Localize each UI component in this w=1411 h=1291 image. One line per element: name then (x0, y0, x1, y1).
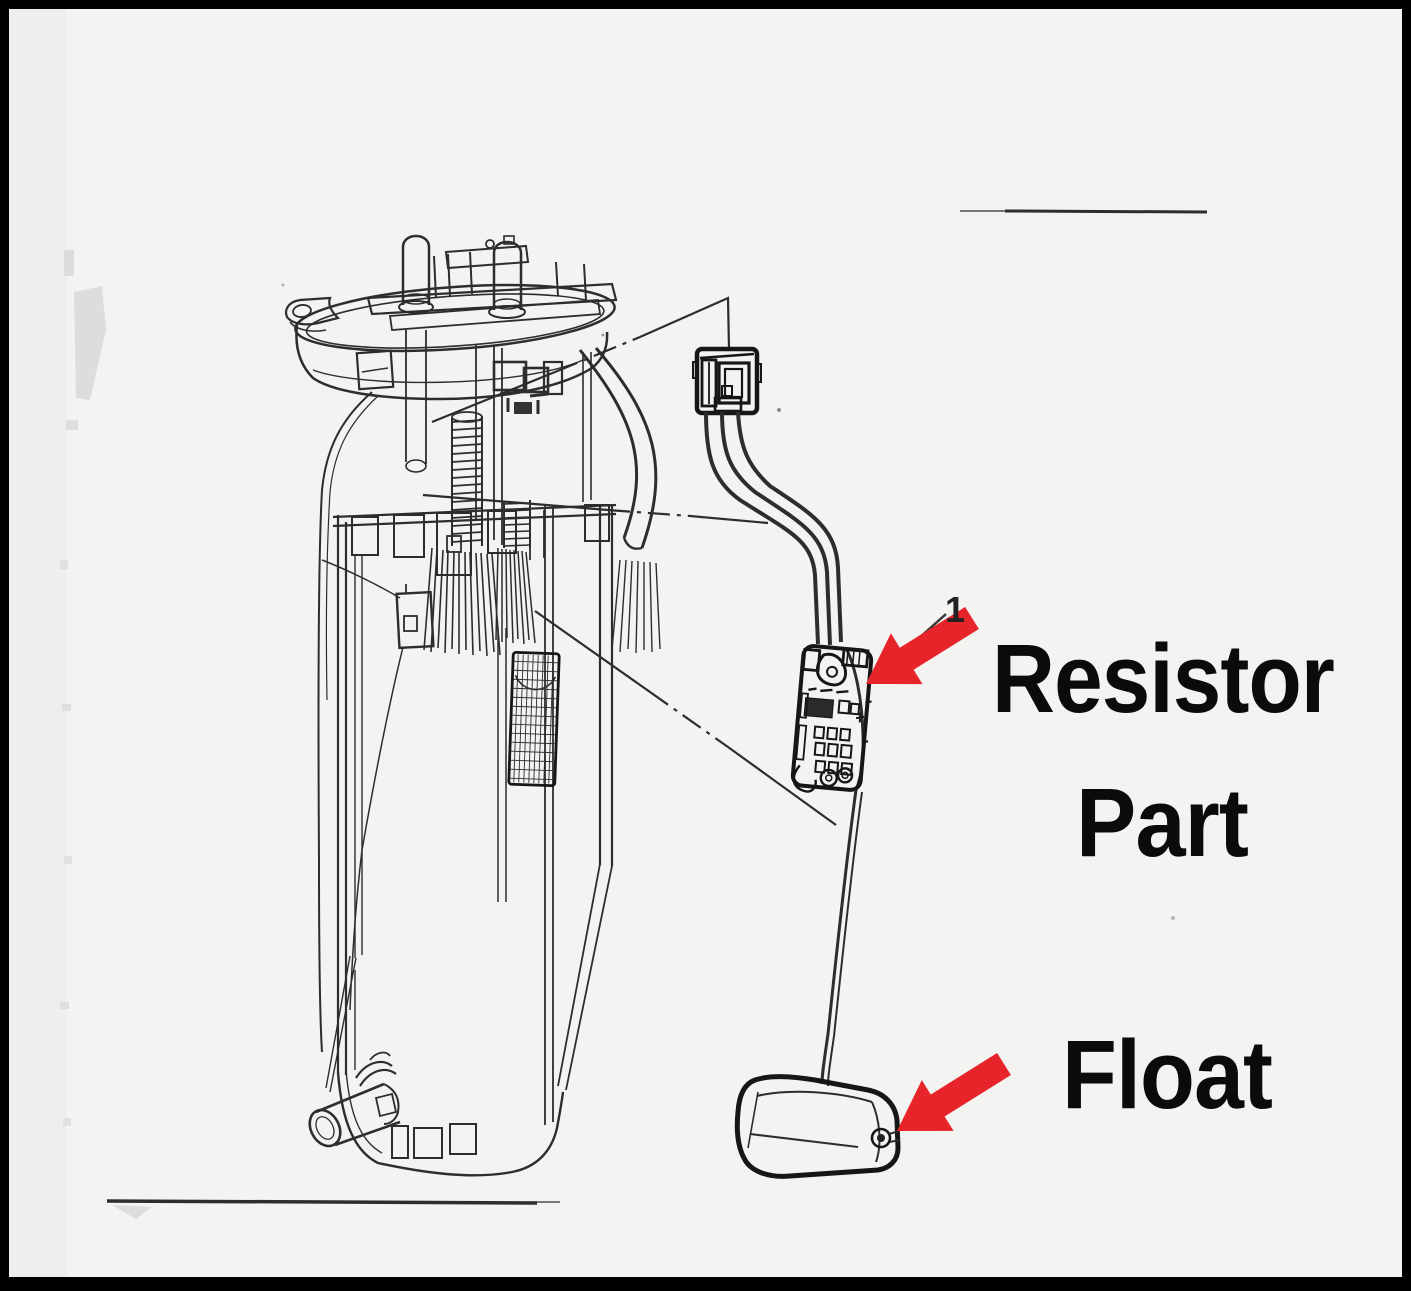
paper-background (9, 9, 1403, 1277)
callout-lines (422, 296, 837, 826)
arrow-resistor-icon (866, 607, 979, 685)
label-resistor-line1: Resistor (992, 624, 1334, 733)
pump-flange (284, 283, 616, 401)
scan-line-top-right (960, 209, 1208, 214)
wire-bundles (423, 547, 661, 657)
resistor-callout-wedge (422, 493, 837, 826)
float-pivot-pin (870, 1127, 900, 1149)
connector-leader-line (431, 296, 731, 424)
outlet-tube (308, 1051, 401, 1148)
float-drawing (734, 1074, 901, 1179)
flange-bracket (355, 235, 618, 391)
label-resistor-line2: Part (1076, 768, 1249, 877)
resistor-card-drawing (790, 644, 874, 793)
pump-module-drawing (284, 234, 661, 1177)
connector-drawing (692, 346, 762, 416)
canister-body (332, 503, 617, 1177)
pump-hoses (578, 347, 658, 550)
filter-screen (507, 650, 561, 788)
pump-head-detail (475, 344, 592, 545)
arrow-float-icon (897, 1053, 1011, 1131)
label-resistor-part: Resistor Part (992, 624, 1335, 877)
scan-artifacts (60, 250, 1175, 1126)
callout-number-1: 1 (945, 589, 965, 630)
scan-line-bottom-left (106, 1199, 560, 1219)
label-float: Float (1062, 1020, 1273, 1129)
float-arm (820, 789, 863, 1087)
